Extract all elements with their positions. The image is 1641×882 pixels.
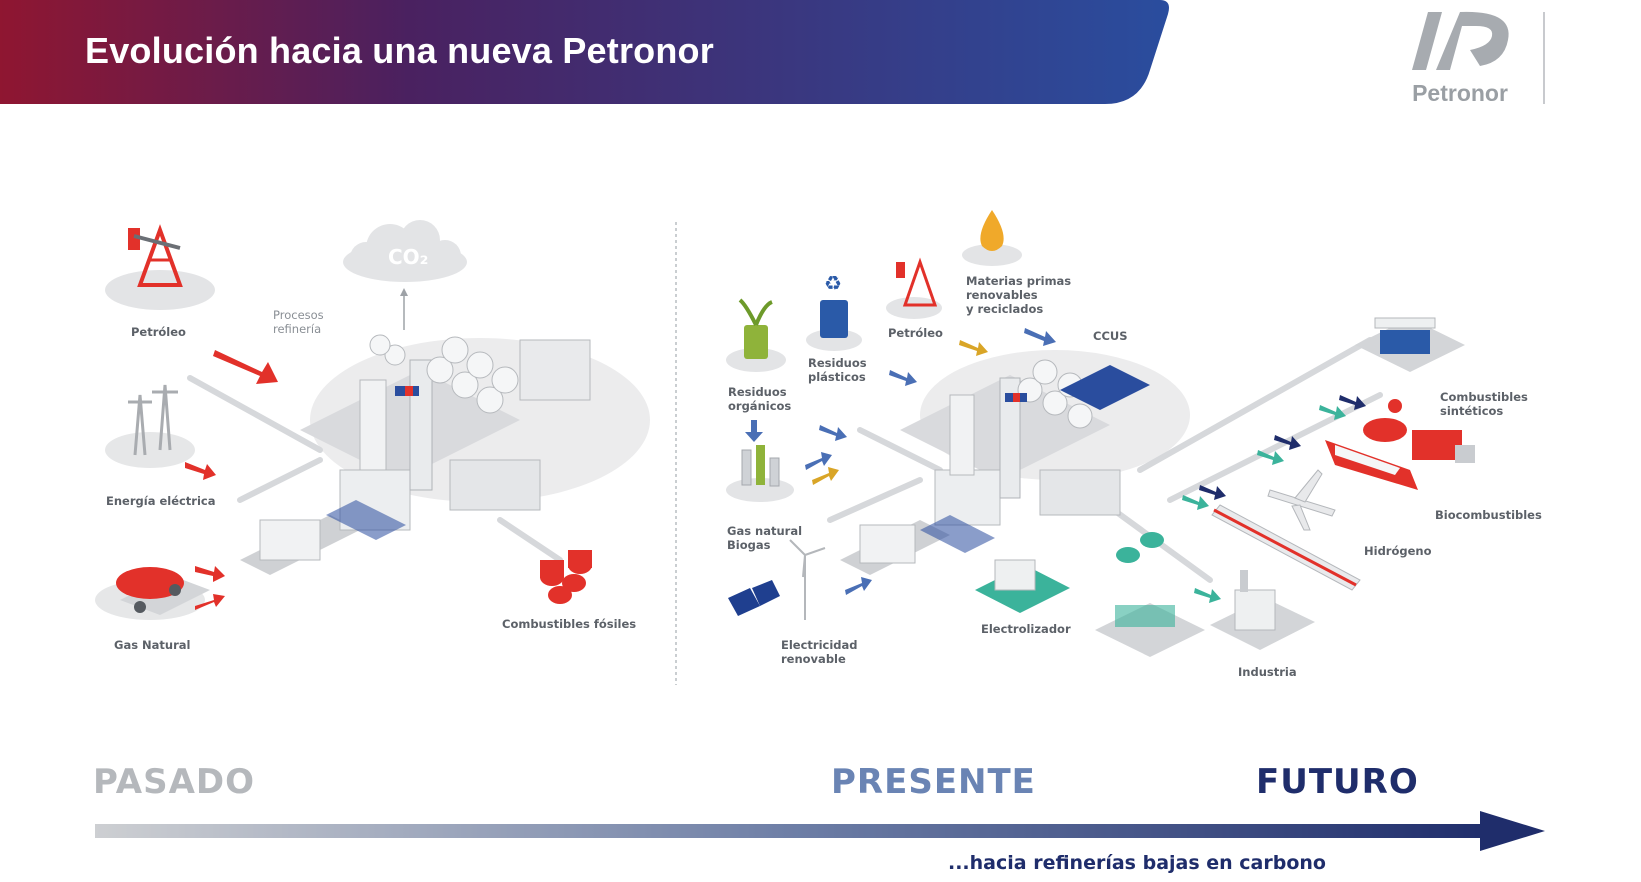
stage-presente: PRESENTE [831, 762, 1036, 802]
past-input-arrows [185, 350, 278, 610]
label-electrolizador: Electrolizador [981, 622, 1071, 636]
past-refinery [240, 334, 591, 575]
biogas-pipes-icon [726, 445, 794, 502]
logo-wordmark: Petronor [1412, 80, 1508, 106]
stage-pasado: PASADO [93, 762, 256, 802]
ship-icon [1325, 440, 1418, 490]
vehicles-icon [1363, 399, 1475, 463]
label-gas-natural: Gas Natural [114, 638, 191, 652]
wind-turbine-icon [789, 539, 826, 620]
page-title: Evolución hacia una nueva Petronor [85, 30, 714, 71]
synthetic-fuel-station-icon [1355, 317, 1465, 372]
oil-pump-icon [128, 224, 183, 287]
fossil-fuel-barrels-icon [540, 550, 592, 604]
label-materias-primas: Materias primas renovables y reciclados [966, 274, 1072, 316]
label-petroleo-future: Petróleo [888, 326, 943, 340]
power-pylon-icon [128, 384, 178, 456]
logo-divider [1543, 12, 1545, 104]
label-industria: Industria [1238, 665, 1297, 679]
label-residuos-plasticos: Residuos plásticos [808, 356, 867, 384]
future-refinery [840, 359, 1150, 575]
plastic-waste-icon: ♻ [806, 271, 862, 351]
label-electricidad-renovable: Electricidad renovable [781, 638, 858, 666]
airplane-icon [1267, 469, 1336, 531]
gas-tank-wagon-icon [116, 567, 210, 615]
timeline-bar [95, 824, 1495, 838]
timeline-arrowhead [1480, 811, 1545, 851]
label-hidrogeno: Hidrógeno [1364, 544, 1432, 558]
label-procesos-refineria: Procesos refinería [273, 308, 324, 336]
label-combustibles-sinteticos: Combustibles sintéticos [1440, 390, 1528, 418]
svg-text:♻: ♻ [824, 271, 842, 295]
ccus-unit [1060, 365, 1150, 410]
label-petroleo-past: Petróleo [131, 325, 186, 339]
fuel-station-icon [1095, 603, 1205, 657]
present-arrows [745, 328, 1366, 603]
hydrogen-cylinders-icon [1116, 532, 1164, 563]
train-icon [1211, 504, 1361, 591]
label-ccus: CCUS [1093, 329, 1128, 343]
stage-futuro: FUTURO [1256, 762, 1419, 802]
header-banner [0, 0, 1175, 104]
renewable-feedstock-drop-icon [962, 210, 1022, 266]
co2-cloud: CO₂ [343, 220, 467, 330]
co2-label: CO₂ [388, 245, 428, 269]
petronor-logo [1412, 11, 1509, 70]
electrolyzer-icon [975, 559, 1070, 613]
future-oil-pump-icon [886, 257, 942, 319]
label-combustibles-fosiles: Combustibles fósiles [502, 617, 637, 631]
label-energia-electrica: Energía eléctrica [106, 494, 216, 508]
label-residuos-organicos: Residuos orgánicos [728, 385, 792, 413]
solar-panel-icon [728, 580, 780, 616]
label-gas-natural-biogas: Gas natural Biogas [727, 524, 803, 552]
label-biocombustibles: Biocombustibles [1435, 508, 1542, 522]
industry-icon [1210, 570, 1315, 650]
timeline-tagline: ...hacia refinerías bajas en carbono [948, 852, 1326, 874]
organic-waste-icon [726, 298, 786, 372]
